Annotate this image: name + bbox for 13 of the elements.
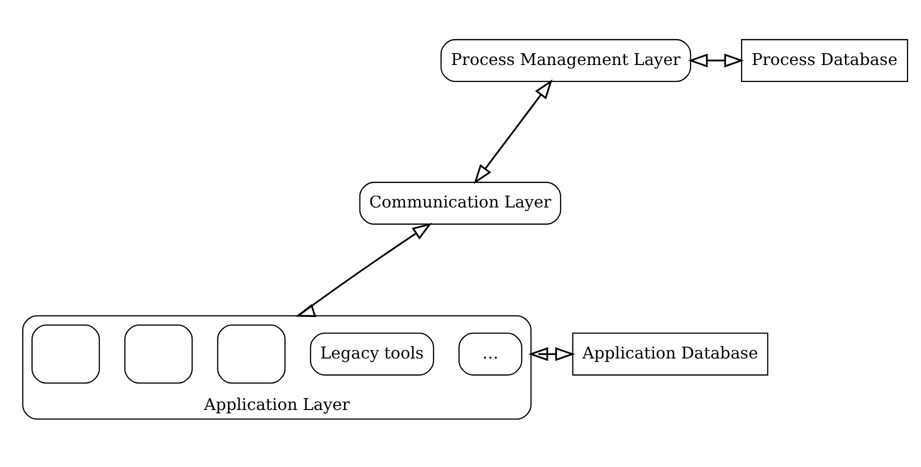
node-box — [217, 324, 286, 384]
node-box: Application Database — [572, 332, 768, 376]
arrow — [474, 78, 552, 184]
node-box: … — [458, 332, 522, 376]
arrow — [528, 346, 575, 360]
arrow — [295, 222, 432, 316]
node-box: Legacy tools — [310, 332, 434, 376]
node-box — [124, 324, 193, 384]
node-box: Process Management Layer — [440, 38, 692, 82]
node-box: Process Database — [741, 38, 908, 82]
node-box — [31, 324, 100, 384]
node-box: Communication Layer — [359, 181, 562, 224]
arrow — [688, 53, 744, 67]
